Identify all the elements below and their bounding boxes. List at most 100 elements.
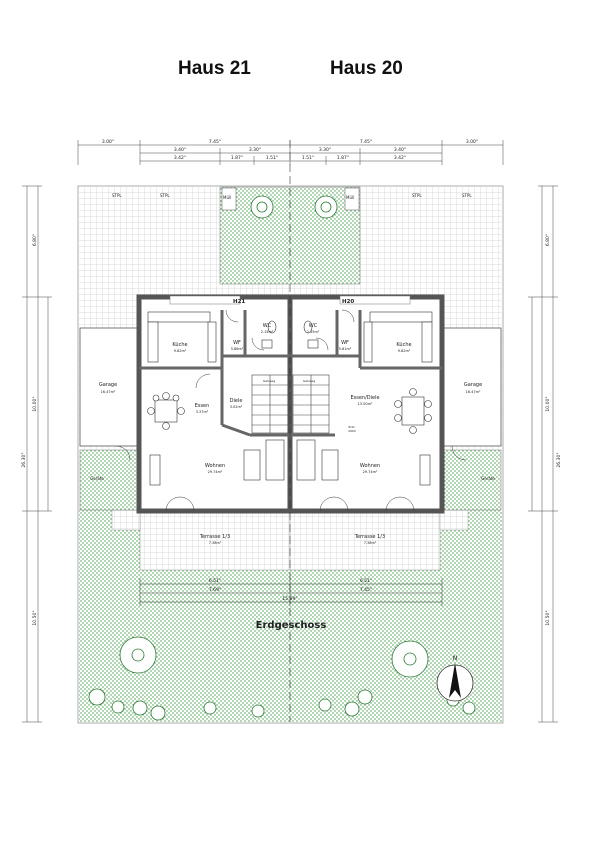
room-wf-left-area: 5.86m²	[231, 347, 244, 351]
room-wohnen-right-area: 29.74m²	[363, 470, 378, 474]
terrace-right	[289, 509, 441, 571]
label-muell-1: Müll	[223, 195, 231, 200]
room-terrasse-left-area: 7.38m²	[209, 541, 222, 545]
dim-top-1: 3.00°	[102, 139, 114, 145]
label-muell-2: Müll	[346, 195, 354, 200]
dimension-lines-top	[77, 140, 504, 165]
dim-bottom-4: 7.45°	[360, 587, 372, 593]
dining-table-right	[394, 388, 432, 434]
room-garage-right: Garage	[464, 382, 482, 388]
room-wohnen-left: Wohnen	[205, 463, 225, 469]
dim-row2-1: 3.40°	[174, 147, 186, 153]
label-gehweg-1: Gehweg	[263, 379, 275, 383]
north-arrow-icon: N	[436, 655, 474, 702]
dim-left-mid: 10.00°	[32, 396, 38, 411]
dim-right-mid: 10.00°	[545, 396, 551, 411]
room-kueche-right: Küche	[396, 342, 411, 348]
kitchen-counters	[147, 311, 433, 363]
floor-label: Erdgeschoss	[256, 620, 327, 631]
dim-row2-4: 3.40°	[394, 147, 406, 153]
room-terrasse-right-area: 7.38m²	[364, 541, 377, 545]
room-note-right-2: 290V	[348, 429, 357, 433]
dim-bottom-3: 7.69°	[209, 587, 221, 593]
dim-right-upper: 6.80°	[545, 234, 551, 246]
room-terrasse-left: Terrasse 1/3	[199, 534, 230, 540]
dim-bottom-1: 6.51°	[209, 578, 221, 584]
room-essen-diele-right-area: 13.00m²	[358, 402, 373, 406]
room-garage-left-area: 16.47m²	[101, 390, 116, 394]
room-wf-left: WF	[233, 340, 241, 346]
room-kueche-right-area: 9.82m²	[398, 349, 411, 353]
dim-right-lower: 10.50°	[545, 610, 551, 625]
room-wohnen-right: Wohnen	[360, 463, 380, 469]
entry-right	[339, 295, 411, 305]
house-20-title: Haus 20	[330, 58, 403, 79]
room-labels: Küche 9.82m² WF 5.86m² WC 2.15m² WC 2.15…	[90, 323, 495, 545]
dim-left-total: 26.30°	[21, 452, 27, 467]
label-stpl-2: STPL	[160, 193, 170, 198]
stairs-right	[292, 374, 330, 434]
dim-top-4: 3.00°	[466, 139, 478, 145]
room-wf-right-area: 5.81m²	[339, 347, 352, 351]
room-wc-left: WC	[263, 323, 272, 329]
label-stpl-1: STPL	[112, 193, 122, 198]
room-essen-left: Essen	[195, 403, 210, 409]
dim-bottom-2: 6.51°	[360, 578, 372, 584]
stairs-left	[251, 374, 289, 434]
room-garage-right-area: 16.47m²	[466, 390, 481, 394]
dim-row3-1: 3.42°	[174, 155, 186, 161]
dimension-texts-bottom: 6.51° 6.51° 7.69° 7.45° 15.99°	[209, 578, 372, 602]
svg-text:N: N	[453, 655, 458, 662]
living-furniture	[149, 439, 431, 486]
room-wohnen-left-area: 29.74m²	[208, 470, 223, 474]
dim-left-upper: 6.80°	[32, 234, 38, 246]
house-number-labels: H21 H20	[233, 299, 354, 305]
room-diele-left: Diele	[230, 398, 243, 404]
tree-icon	[119, 195, 429, 678]
label-gehweg-2: Gehweg	[303, 379, 315, 383]
dim-row3-5: 1.87°	[337, 155, 349, 161]
dim-top-2: 7.45°	[209, 139, 221, 145]
dim-row2-3: 3.30°	[319, 147, 331, 153]
room-terrasse-right: Terrasse 1/3	[354, 534, 385, 540]
dim-left-lower: 10.50°	[32, 610, 38, 625]
room-geraete-right: Geräte	[481, 476, 495, 481]
interior-walls-left	[139, 310, 290, 437]
interior-walls-right	[290, 310, 442, 437]
wc-fixtures	[261, 320, 319, 349]
dining-table-left	[147, 392, 185, 430]
label-stpl-4: STPL	[462, 193, 472, 198]
dim-top-3: 7.45°	[360, 139, 372, 145]
room-wc-left-area: 2.15m²	[261, 330, 274, 334]
room-kueche-left-area: 9.82m²	[174, 349, 187, 353]
room-essen-left-area: 3.37m²	[196, 410, 209, 414]
label-stpl-3: STPL	[412, 193, 422, 198]
dim-bottom-total: 15.99°	[282, 596, 297, 602]
dim-row3-2: 1.87°	[231, 155, 243, 161]
bin-left	[221, 187, 237, 211]
room-note-right: Entr.	[349, 425, 356, 429]
terrace-left	[139, 509, 291, 571]
garden-strip-left	[79, 449, 138, 511]
room-wc-right-area: 2.15m²	[307, 330, 320, 334]
room-wf-right: WF	[341, 340, 349, 346]
room-wc-right: WC	[309, 323, 318, 329]
site-labels: STPL STPL STPL STPL Müll Müll Gehweg Geh…	[112, 193, 472, 383]
room-garage-left: Garage	[99, 382, 117, 388]
house-21-title: Haus 21	[178, 58, 251, 79]
dimension-lines-bottom	[139, 578, 443, 606]
dimension-texts-sides: 26.30° 6.80° 10.00° 10.50° 26.30° 6.80° …	[21, 234, 562, 626]
dim-row2-2: 3.30°	[249, 147, 261, 153]
step-left	[111, 509, 141, 531]
dimension-texts-top: 3.00° 7.45° 7.45° 3.00° 3.40° 3.30° 3.30…	[102, 139, 478, 161]
bin-right	[344, 187, 360, 211]
room-essen-diele-right: Essen/Diele	[350, 395, 379, 401]
room-geraete-left: Geräte	[90, 476, 104, 481]
shrub-icon	[88, 688, 476, 721]
garage-right	[443, 327, 502, 447]
label-h20: H20	[342, 299, 354, 305]
entry-left	[169, 295, 241, 305]
label-h21: H21	[233, 299, 245, 305]
door-swings	[115, 309, 467, 512]
